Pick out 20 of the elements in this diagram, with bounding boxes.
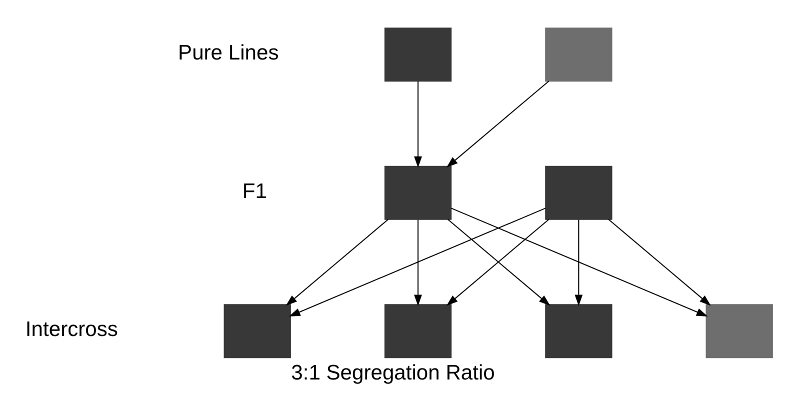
node-box	[384, 304, 452, 358]
node-box	[545, 165, 612, 220]
node-box	[706, 304, 773, 358]
node-box	[545, 304, 612, 358]
arrow	[608, 218, 711, 306]
label: Intercross	[25, 318, 118, 341]
node-box	[545, 27, 612, 82]
arrow	[414, 80, 422, 168]
label: Pure Lines	[178, 41, 279, 64]
arrow	[286, 218, 389, 306]
node-box	[384, 27, 452, 82]
arrow	[574, 219, 583, 306]
node-box	[384, 165, 452, 220]
arrow	[446, 80, 550, 168]
node-box	[224, 304, 291, 358]
label: F1	[242, 179, 268, 202]
arrow	[414, 219, 422, 306]
arrow	[288, 207, 546, 316]
arrow	[450, 207, 708, 316]
caption: 3:1 Segregation Ratio	[291, 361, 495, 384]
